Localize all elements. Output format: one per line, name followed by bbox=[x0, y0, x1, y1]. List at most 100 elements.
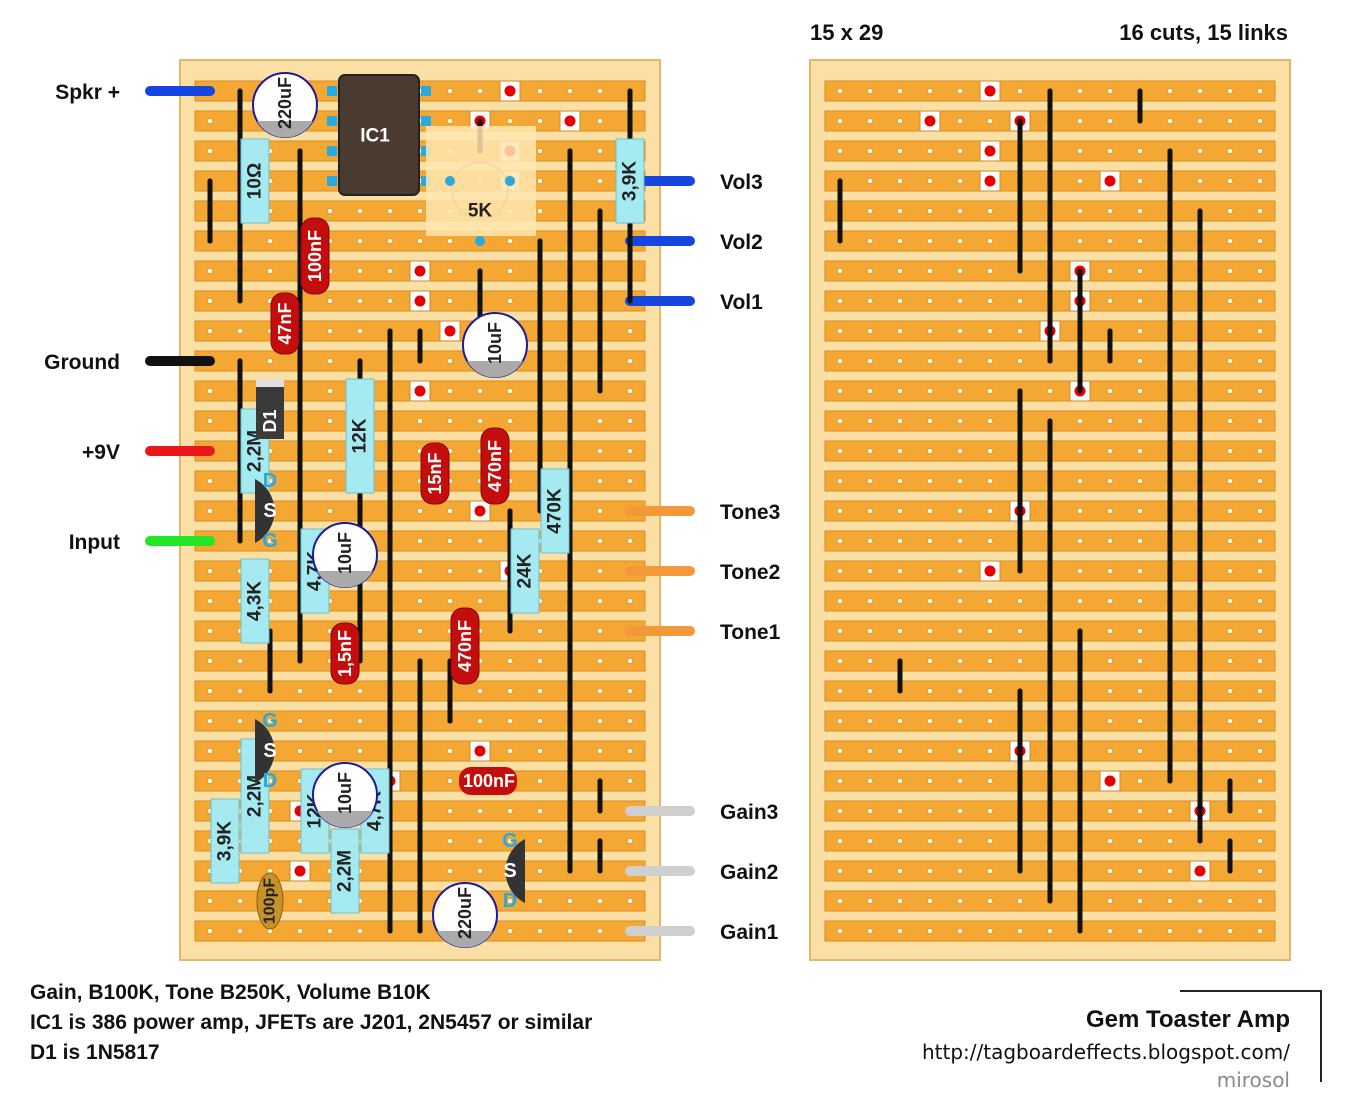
hole bbox=[297, 718, 303, 724]
hole bbox=[927, 568, 933, 574]
hole bbox=[507, 658, 513, 664]
blog-url[interactable]: http://tagboardeffects.blogspot.com/ bbox=[921, 1040, 1290, 1064]
ic1-pin bbox=[327, 146, 337, 156]
hole bbox=[837, 898, 843, 904]
author-name: mirosol bbox=[1216, 1068, 1290, 1092]
hole bbox=[987, 208, 993, 214]
hole bbox=[1257, 298, 1263, 304]
hole bbox=[537, 778, 543, 784]
hole bbox=[447, 598, 453, 604]
hole bbox=[1257, 328, 1263, 334]
ic1-pin bbox=[327, 86, 337, 96]
film-capacitor-label: 47nF bbox=[275, 302, 295, 344]
hole bbox=[477, 598, 483, 604]
hole bbox=[597, 88, 603, 94]
hole bbox=[207, 268, 213, 274]
hole bbox=[477, 838, 483, 844]
connection-label-right: Gain3 bbox=[720, 801, 778, 824]
hole bbox=[1197, 118, 1203, 124]
hole bbox=[957, 388, 963, 394]
film-capacitor bbox=[330, 622, 360, 685]
hole bbox=[867, 838, 873, 844]
hole bbox=[897, 718, 903, 724]
hole bbox=[1257, 748, 1263, 754]
grid-size-label: 15 x 29 bbox=[810, 20, 883, 45]
jfet-body bbox=[505, 839, 525, 903]
hole bbox=[867, 388, 873, 394]
hole bbox=[867, 748, 873, 754]
connection-label-right: Tone3 bbox=[720, 501, 780, 524]
hole bbox=[417, 238, 423, 244]
hole bbox=[957, 928, 963, 934]
hole bbox=[1257, 568, 1263, 574]
hole bbox=[897, 568, 903, 574]
hole bbox=[987, 268, 993, 274]
hole bbox=[957, 268, 963, 274]
hole bbox=[1227, 448, 1233, 454]
hole bbox=[1257, 418, 1263, 424]
hole bbox=[1077, 238, 1083, 244]
hole bbox=[867, 568, 873, 574]
hole bbox=[327, 328, 333, 334]
hole bbox=[447, 838, 453, 844]
film-capacitor bbox=[420, 442, 450, 505]
hole bbox=[897, 778, 903, 784]
hole bbox=[477, 88, 483, 94]
hole bbox=[267, 358, 273, 364]
hole bbox=[867, 898, 873, 904]
hole bbox=[537, 658, 543, 664]
connection-label-left: +9V bbox=[82, 441, 120, 464]
film-capacitor bbox=[450, 607, 480, 685]
trimmer-pin bbox=[445, 176, 455, 186]
hole bbox=[897, 448, 903, 454]
hole bbox=[1167, 88, 1173, 94]
resistor bbox=[510, 528, 540, 614]
hole bbox=[1077, 88, 1083, 94]
hole bbox=[1137, 268, 1143, 274]
trimmer-label: 5K bbox=[468, 201, 493, 222]
hole bbox=[957, 538, 963, 544]
hole bbox=[417, 508, 423, 514]
hole bbox=[987, 448, 993, 454]
hole bbox=[447, 418, 453, 424]
hole bbox=[927, 208, 933, 214]
hole bbox=[1137, 838, 1143, 844]
hole bbox=[1107, 88, 1113, 94]
resistor bbox=[210, 798, 240, 884]
diode-label: D1 bbox=[260, 409, 280, 432]
connection-label-right: Gain1 bbox=[720, 921, 779, 944]
hole bbox=[537, 838, 543, 844]
hole bbox=[1137, 868, 1143, 874]
hole bbox=[897, 808, 903, 814]
hole bbox=[897, 868, 903, 874]
hole bbox=[207, 718, 213, 724]
hole bbox=[447, 538, 453, 544]
hole bbox=[1137, 418, 1143, 424]
hole bbox=[927, 298, 933, 304]
hole bbox=[1167, 868, 1173, 874]
hole bbox=[867, 538, 873, 544]
hole bbox=[987, 388, 993, 394]
hole bbox=[447, 88, 453, 94]
resistor-label: 4,3K bbox=[245, 581, 266, 621]
electrolytic-stripe bbox=[437, 931, 493, 948]
hole bbox=[1107, 808, 1113, 814]
hole bbox=[1107, 628, 1113, 634]
hole bbox=[327, 718, 333, 724]
hole bbox=[1227, 268, 1233, 274]
hole bbox=[507, 298, 513, 304]
hole bbox=[627, 358, 633, 364]
hole bbox=[1137, 928, 1143, 934]
hole bbox=[1107, 598, 1113, 604]
film-capacitor bbox=[300, 217, 330, 295]
hole bbox=[867, 688, 873, 694]
hole bbox=[1257, 178, 1263, 184]
hole bbox=[1257, 538, 1263, 544]
hole bbox=[987, 688, 993, 694]
hole bbox=[1197, 928, 1203, 934]
film-capacitor bbox=[480, 427, 510, 505]
hole bbox=[507, 808, 513, 814]
hole bbox=[987, 538, 993, 544]
hole bbox=[1077, 538, 1083, 544]
hole bbox=[1017, 658, 1023, 664]
